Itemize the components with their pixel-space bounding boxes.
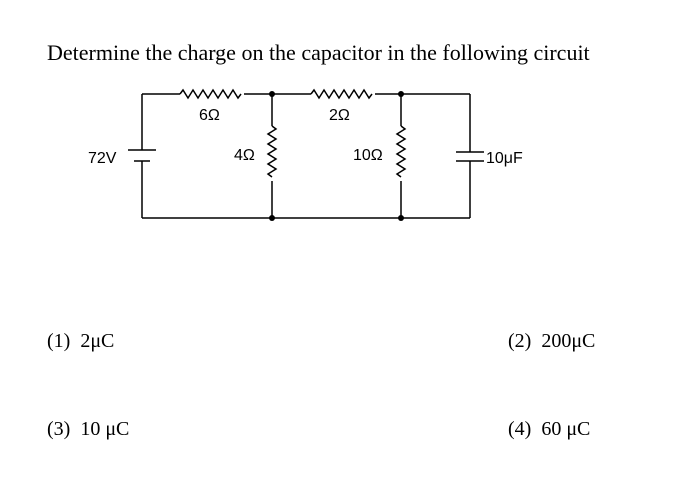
resistor-10-ohm: [395, 125, 407, 178]
resistor-6-ohm: [179, 88, 242, 100]
label-capacitor: 10μF: [486, 150, 523, 167]
option-2[interactable]: (2) 200μC: [508, 330, 595, 353]
label-source: 72V: [88, 150, 117, 167]
option-2-text: 200μC: [541, 330, 596, 352]
junction-dot-bottom-left: [269, 215, 275, 221]
option-1-text: 2μC: [80, 330, 115, 352]
option-1-number: (1): [47, 330, 71, 352]
resistor-4-ohm: [266, 125, 278, 178]
option-2-number: (2): [508, 330, 532, 352]
option-3[interactable]: (3) 10 μC: [47, 418, 129, 441]
option-4[interactable]: (4) 60 μC: [508, 418, 590, 441]
junction-dot-top-right: [398, 91, 404, 97]
label-4-ohm: 4Ω: [234, 147, 255, 164]
question-text: Determine the charge on the capacitor in…: [47, 40, 590, 65]
label-6-ohm: 6Ω: [199, 107, 220, 124]
junction-dot-bottom-right: [398, 215, 404, 221]
label-2-ohm: 2Ω: [329, 107, 350, 124]
junction-dot-top-left: [269, 91, 275, 97]
option-3-text: 10 μC: [80, 418, 130, 440]
label-10-ohm: 10Ω: [353, 147, 383, 164]
resistor-2-ohm: [310, 88, 373, 100]
option-4-number: (4): [508, 418, 532, 440]
option-1[interactable]: (1) 2μC: [47, 330, 114, 353]
option-4-text: 60 μC: [541, 418, 591, 440]
option-3-number: (3): [47, 418, 71, 440]
